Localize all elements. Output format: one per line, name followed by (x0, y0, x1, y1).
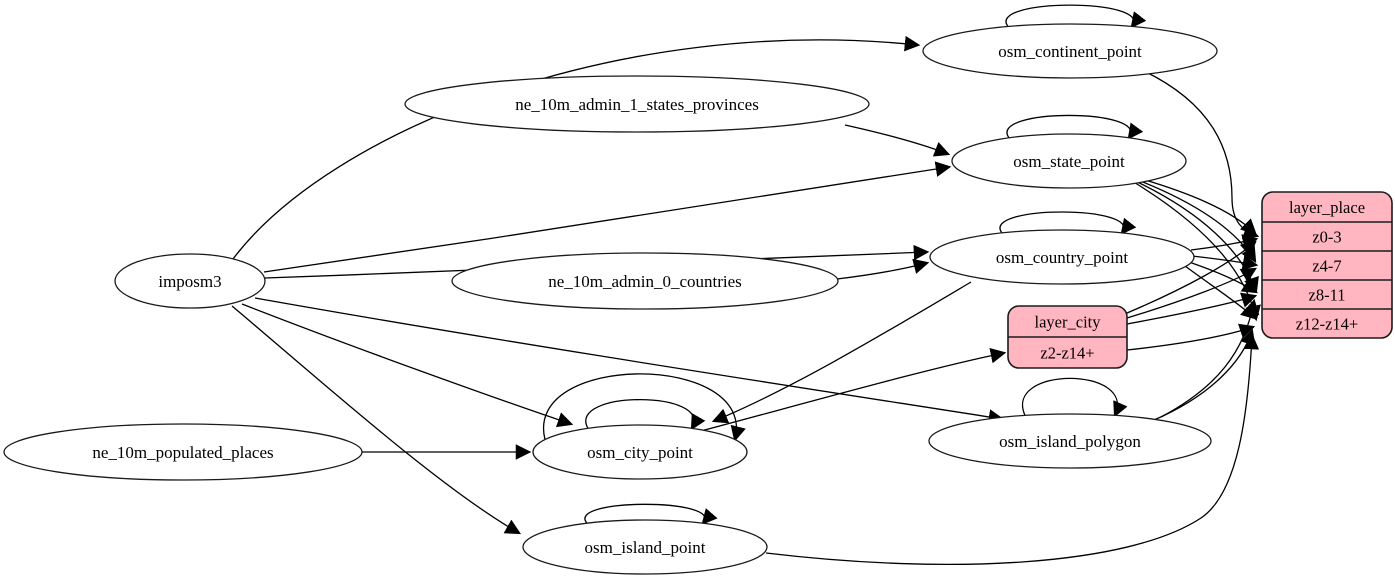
osm_state_point-label: osm_state_point (1013, 152, 1125, 171)
edge-osm_country_point-to-layer_place-z8-11 (1188, 261, 1258, 294)
ne_10m_admin_1_states_provinces-label: ne_10m_admin_1_states_provinces (515, 95, 759, 114)
edge-layer_city-to-layer_place-z0-3 (1126, 240, 1257, 314)
edge-ne_10m_admin_0_countries-to-osm_country_point (836, 258, 930, 280)
layer_place-row-z4-7: z4-7 (1312, 257, 1341, 276)
edge-osm_country_point-to-layer_place-z4-7 (1191, 254, 1259, 271)
ne_10m_admin_0_countries-label: ne_10m_admin_0_countries (548, 272, 742, 291)
imposm3-label: imposm3 (158, 272, 221, 291)
node-osm_island_point: osm_island_point (522, 519, 768, 575)
osm_country_point-shape (929, 229, 1195, 285)
self-loop-osm_island_polygon (1021, 377, 1128, 418)
edge-osm_city_point-to-layer_city-z2-z14+ (700, 347, 1007, 432)
layer_place-row-z12-z14+: z12-z14+ (1296, 315, 1358, 334)
self-loop-osm_country_point (999, 211, 1137, 235)
node-osm_island_polygon: osm_island_polygon (928, 413, 1212, 469)
node-osm_city_point: osm_city_point (532, 424, 748, 480)
layer_place-shape (1261, 191, 1393, 339)
node-osm_continent_point: osm_continent_point (922, 23, 1218, 79)
edge-layer_city-to-layer_place-z12-z14+ (1126, 323, 1256, 351)
self-loop-osm_city_point (542, 373, 746, 442)
ne_10m_populated_places-shape (3, 423, 363, 481)
edge-layer_city-to-layer_place-z4-7 (1126, 267, 1258, 319)
ne_10m_admin_0_countries-shape (451, 252, 839, 310)
edge-imposm3-to-osm_city_point (241, 303, 574, 428)
osm_island_polygon-shape (928, 413, 1212, 469)
node-ne_10m_admin_1_states_provinces: ne_10m_admin_1_states_provinces (404, 75, 870, 133)
self-loop-osm_state_point (1006, 114, 1144, 140)
self-loop-osm_continent_point (1005, 4, 1147, 29)
layer_place-row-z8-11: z8-11 (1309, 286, 1346, 305)
edge-ne_10m_admin_1_states_provinces-to-osm_state_point (844, 124, 951, 157)
osm_city_point-shape (532, 424, 748, 480)
ne_10m_admin_1_states_provinces-shape (404, 75, 870, 133)
edges (231, 4, 1261, 565)
osm_city_point-label: osm_city_point (587, 443, 693, 462)
self-loop-osm_island_point (584, 503, 718, 525)
osm_continent_point-label: osm_continent_point (998, 42, 1142, 61)
osm_island_point-label: osm_island_point (585, 538, 706, 557)
edge-osm_island_point-to-layer_place-z12-z14+ (765, 333, 1260, 565)
layer_place-row-z0-3: z0-3 (1312, 228, 1341, 247)
nodes: imposm3 ne_10m_admin_1_states_provincesne… (3, 23, 1393, 575)
edge-osm_country_point-to-layer_place-z0-3 (1190, 234, 1259, 251)
node-osm_country_point: osm_country_point (929, 229, 1195, 285)
layer_city-header: layer_city (1035, 313, 1102, 332)
node-ne_10m_admin_0_countries: ne_10m_admin_0_countries (451, 252, 839, 310)
ne_10m_populated_places-label: ne_10m_populated_places (92, 443, 273, 462)
node-imposm3: imposm3 (114, 253, 266, 309)
node-layer_place: layer_place z0-3 z4-7 z8-11 z12-z14+ (1261, 191, 1393, 339)
osm_state_point-shape (951, 133, 1187, 189)
edge-osm_island_polygon-to-layer_place-z8-11 (1160, 298, 1260, 418)
self-loop-osm_city_point-2 (585, 398, 706, 431)
node-layer_city: layer_city z2-z14+ (1007, 305, 1128, 369)
osm_island_point-shape (522, 519, 768, 575)
node-ne_10m_populated_places: ne_10m_populated_places (3, 423, 363, 481)
osm_island_polygon-label: osm_island_polygon (999, 432, 1141, 451)
edge-osm_country_point-to-osm_city_point (711, 281, 972, 424)
layer_city-row-z2-z14+: z2-z14+ (1040, 344, 1094, 363)
edge-imposm3-to-osm_continent_point (232, 35, 921, 260)
node-osm_state_point: osm_state_point (951, 133, 1187, 189)
layer_place-header: layer_place (1289, 198, 1365, 217)
imposm3-shape (114, 253, 266, 309)
edge-imposm3-to-osm_island_polygon (254, 297, 1005, 425)
edge-layer_city-to-layer_place-z8-11 (1126, 292, 1258, 325)
edge-imposm3-to-osm_island_point (231, 305, 522, 535)
edge-imposm3-to-osm_state_point (263, 161, 952, 273)
osm_country_point-label: osm_country_point (996, 248, 1128, 267)
osm_continent_point-shape (922, 23, 1218, 79)
